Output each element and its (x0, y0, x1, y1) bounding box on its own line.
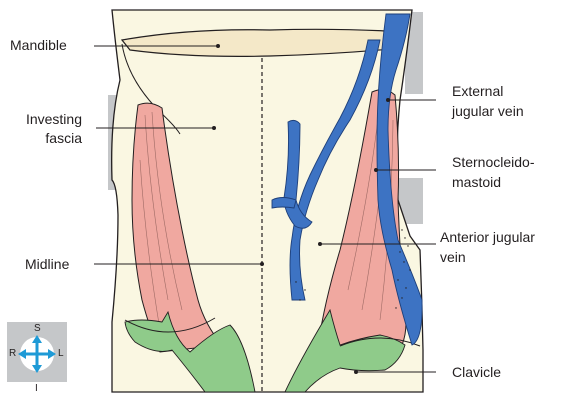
label-sternocleidomastoid-line2: mastoid (452, 173, 501, 191)
label-anterior-jugular-line2: vein (440, 248, 466, 266)
orientation-superior: S (34, 324, 41, 334)
orientation-right: R (9, 349, 16, 359)
label-investing-fascia-line2: fascia (10, 129, 82, 147)
orientation-inferior: I (35, 384, 38, 394)
label-clavicle: Clavicle (452, 363, 501, 381)
label-external-jugular-line2: jugular vein (452, 102, 524, 120)
orientation-left: L (58, 349, 64, 359)
vein-offshoot (272, 198, 296, 209)
label-anterior-jugular-line1: Anterior jugular (440, 228, 535, 246)
label-investing-fascia-line1: Investing (10, 110, 82, 128)
label-mandible: Mandible (10, 36, 67, 54)
label-sternocleidomastoid-line1: Sternocleido- (452, 153, 535, 171)
label-external-jugular-line1: External (452, 82, 503, 100)
label-midline: Midline (25, 255, 69, 273)
